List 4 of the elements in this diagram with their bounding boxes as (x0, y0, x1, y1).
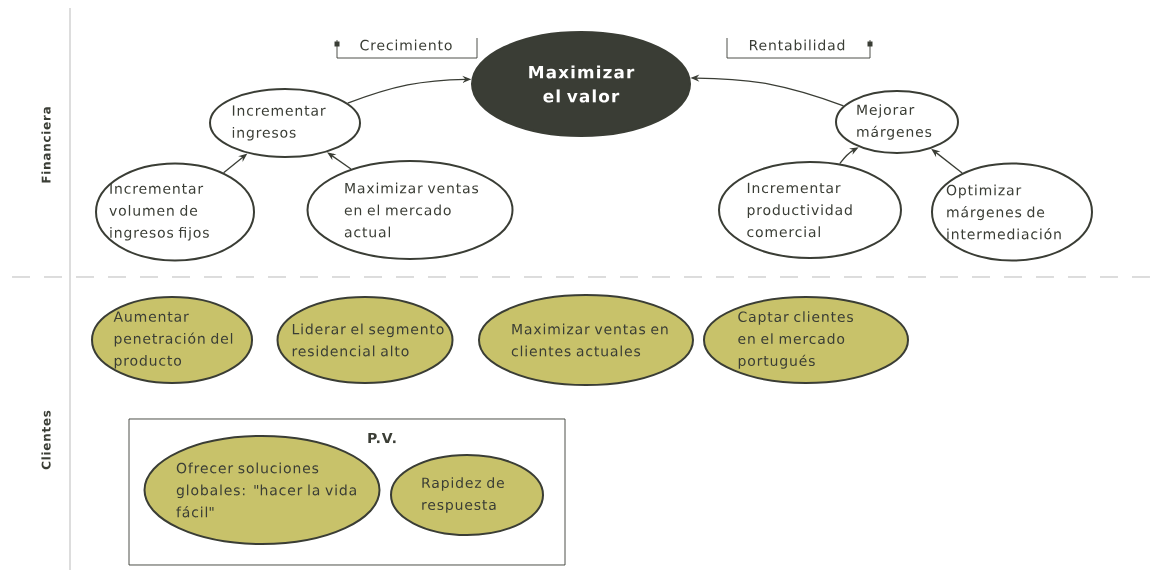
row-label: Clientes (41, 410, 51, 470)
bracket-label: Rentabilidad (750, 39, 845, 51)
row-label: Financiera (41, 107, 51, 183)
bracket-label: Crecimiento (360, 39, 452, 51)
